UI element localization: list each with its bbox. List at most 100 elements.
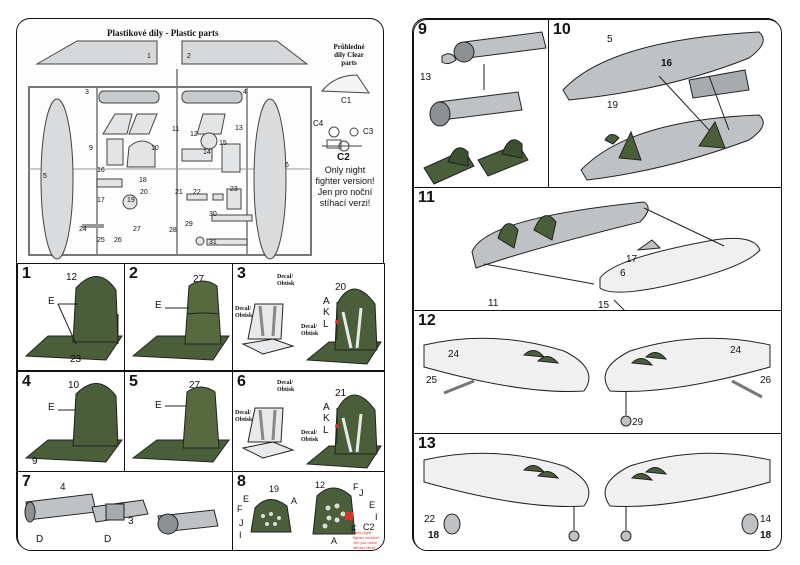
part-label: 27 [189, 380, 201, 391]
step-10: 10 5 16 19 [548, 19, 782, 189]
part-label: 13 [420, 72, 432, 83]
sprue-panel: Plastikové díly - Plastic parts [17, 19, 383, 263]
sprue-part-number: 3 [85, 89, 89, 96]
part-label: 12 [66, 272, 78, 283]
decal-label: Decal/ Obtisk [301, 324, 319, 337]
part-label: 24 [730, 345, 742, 356]
part-label: 24 [448, 349, 460, 360]
step-2-drawing [131, 280, 230, 361]
sprue-part-number: 27 [133, 226, 141, 233]
part-label: J [359, 488, 364, 498]
clear-part-c3: C3 [363, 127, 374, 136]
part-label: 27 [193, 274, 205, 285]
part-label: F [353, 482, 359, 492]
sprue-part-number: 13 [235, 125, 243, 132]
step-7: 7 4 3 D D [17, 471, 235, 551]
part-label: 22 [424, 514, 436, 525]
step-6: 6 Decal/ Obtisk Decal/ Obtisk Decal/ Obt… [232, 371, 385, 473]
sprue-title: Plastikové díly - Plastic parts [107, 28, 219, 38]
step-4: 4 10 E 9 [17, 371, 127, 473]
night-fighter-note: Only night fighter version! Jen pro nočn… [315, 165, 375, 208]
part-label: E [48, 402, 55, 413]
sprue-part-number: 6 [285, 162, 289, 169]
part-label: E [243, 494, 250, 504]
sprue-part-number: 25 [97, 237, 105, 244]
part-label: 11 [488, 298, 499, 309]
part-label: 25 [426, 375, 438, 386]
step-1-drawing [24, 276, 123, 361]
decal-label: Decal/ Obtisk [277, 380, 295, 393]
part-label: A [291, 496, 298, 506]
step-10-drawing [562, 31, 764, 181]
part-label: 15 [598, 300, 610, 311]
decal-label: Decal/ Obtisk [235, 410, 253, 423]
step-6-drawing [241, 394, 382, 469]
part-label: 23 [70, 354, 82, 365]
right-instruction-page: 9 13 10 5 16 19 [412, 18, 782, 551]
step-11: 11 17 6 11 15 [413, 187, 782, 313]
step-3: 3 Decal/ Obtisk Decal/ Obtisk Decal/ Obt… [232, 263, 385, 371]
part-label: D [104, 534, 112, 545]
clear-part-c2: C2 [337, 152, 350, 163]
part-label: 16 [661, 58, 673, 69]
part-label: 5 [607, 34, 613, 45]
part-label: I [239, 530, 242, 540]
step-7-drawing [24, 493, 219, 535]
clear-parts-title: Průhledné díly Clear parts [333, 43, 365, 67]
sprue-part-number: 23 [230, 186, 238, 193]
step-12-drawing [423, 337, 771, 427]
sprue-part-number: 31 [209, 239, 217, 246]
part-label: C2 [363, 522, 375, 532]
part-label: 18 [428, 530, 440, 541]
part-label: L [323, 319, 329, 330]
step-9-drawing [423, 31, 547, 185]
sprue-part-number: 2 [187, 53, 191, 60]
part-label: F [351, 524, 357, 534]
clear-part-c4: C4 [313, 119, 324, 128]
sprue-part-number: 28 [169, 227, 177, 234]
step-3-drawing [241, 288, 382, 365]
sprue-part-number: 11 [172, 126, 180, 133]
clear-part-c1: C1 [341, 96, 352, 105]
part-label: K [323, 413, 330, 424]
decal-label: Decal/ Obtisk [301, 430, 319, 443]
step-2: 2 27 E [124, 263, 235, 371]
night-fighter-note-small: Only night fighter version! Jen pro nočn… [353, 530, 380, 550]
sprue-part-number: 29 [185, 221, 193, 228]
decal-label: Decal/ Obtisk [235, 306, 253, 319]
part-label: F [237, 504, 243, 514]
part-label: A [323, 296, 330, 307]
part-label: E [155, 400, 162, 411]
decal-label: Decal/ Obtisk [277, 274, 295, 287]
part-label: 12 [315, 480, 326, 490]
part-label: 29 [632, 417, 644, 428]
part-label: 17 [626, 254, 638, 265]
step-8: 8 19 E F J I A 12 F J E I C2 F A Only ni… [232, 471, 385, 551]
step-12: 12 24 25 24 26 29 [413, 310, 782, 436]
part-label: A [331, 536, 338, 546]
sprue-part-number: 18 [139, 177, 147, 184]
sprue-part-number: 9 [89, 145, 93, 152]
sprue-part-number: 15 [219, 140, 227, 147]
part-label: 18 [760, 530, 772, 541]
sprue-part-number: 12 [190, 131, 198, 138]
part-label: I [375, 512, 378, 522]
sprue-part-number: 14 [203, 149, 211, 156]
sprue-part-number: 21 [175, 189, 183, 196]
step-9: 9 13 [413, 19, 551, 189]
step-1: 1 12 E 23 [17, 263, 127, 371]
step-13: 13 22 18 14 18 [413, 433, 782, 551]
step-4-drawing [24, 383, 123, 463]
part-label: 26 [760, 375, 772, 386]
sprue-part-number: 20 [140, 189, 148, 196]
part-label: 3 [128, 516, 134, 527]
part-label: E [155, 300, 162, 311]
sprue-part-number: 22 [193, 189, 201, 196]
part-label: 9 [32, 456, 38, 467]
left-instruction-page: Plastikové díly - Plastic parts [16, 18, 385, 551]
part-label: 20 [335, 282, 347, 293]
part-label: 19 [269, 484, 280, 494]
sprue-part-number: 16 [97, 167, 105, 174]
part-label: E [48, 296, 55, 307]
sprue-part-number: 17 [97, 197, 105, 204]
